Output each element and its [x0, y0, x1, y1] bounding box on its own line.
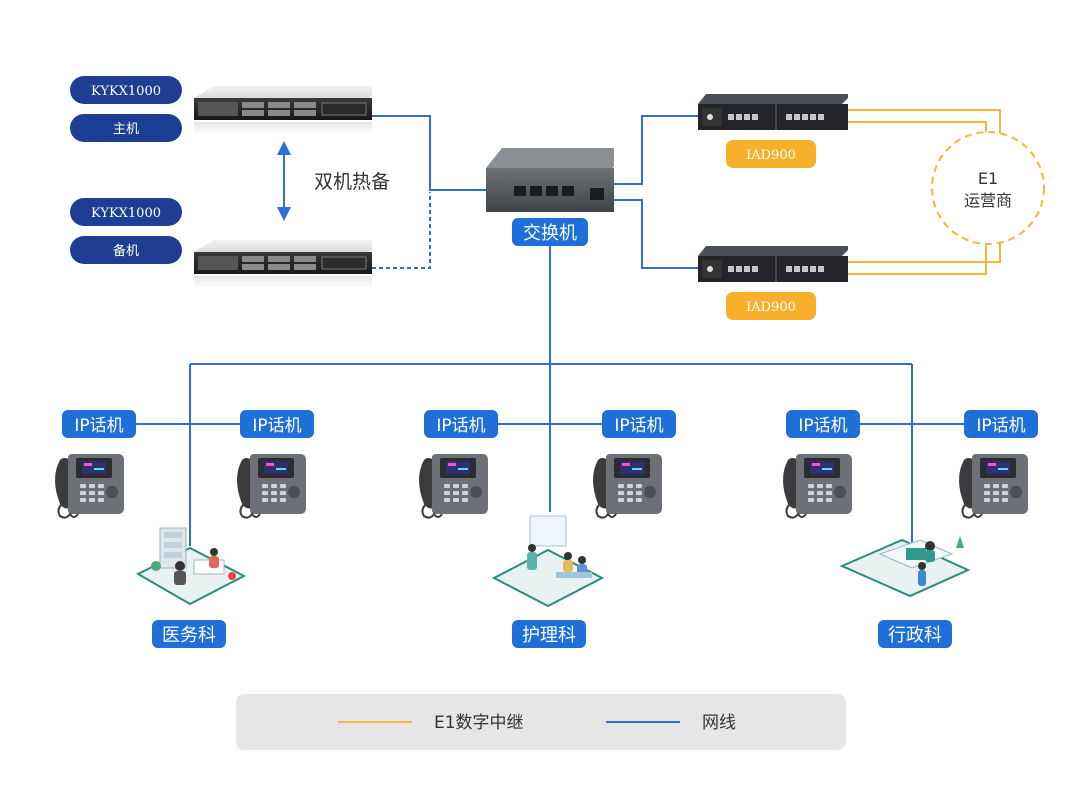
- svg-text:IP话机: IP话机: [252, 416, 301, 436]
- phone-label-5: IP话机: [786, 410, 860, 438]
- switch-label: 交换机: [512, 218, 588, 246]
- e1-lines: [848, 109, 1001, 275]
- primary-role-pill: 主机: [70, 114, 182, 142]
- svg-text:备机: 备机: [113, 243, 139, 259]
- primary-server-pill: KYKX1000: [70, 76, 182, 104]
- backup-server-pill: KYKX1000: [70, 198, 182, 226]
- department-label-nursing: 护理科: [512, 620, 586, 648]
- primary-server-link: [372, 115, 486, 191]
- svg-text:KYKX1000: KYKX1000: [91, 84, 161, 99]
- ip-phone-icon-4: [592, 453, 663, 519]
- svg-text:IP话机: IP话机: [436, 416, 485, 436]
- backup-server-icon: [193, 239, 373, 293]
- gateway-2-label: IAD900: [726, 292, 816, 320]
- gateway-2-icon: [697, 245, 849, 283]
- backup-role-pill: 备机: [70, 236, 182, 264]
- svg-text:行政科: 行政科: [888, 625, 942, 646]
- svg-text:IAD900: IAD900: [746, 300, 796, 315]
- svg-text:KYKX1000: KYKX1000: [91, 206, 161, 221]
- phone-label-3: IP话机: [424, 410, 498, 438]
- svg-text:IP话机: IP话机: [798, 416, 847, 436]
- switch-icon: [486, 148, 614, 212]
- phone-label-4: IP话机: [602, 410, 676, 438]
- phone-label-1: IP话机: [62, 410, 136, 438]
- medical-office-scene-icon: [135, 527, 247, 606]
- primary-server-icon: [193, 85, 373, 139]
- network-lines: [136, 115, 964, 548]
- nursing-station-scene-icon: [491, 515, 605, 608]
- svg-text:IP话机: IP话机: [74, 416, 123, 436]
- legend-network-label: 网线: [702, 713, 736, 733]
- switch-gateway2-link: [614, 199, 698, 269]
- gateway-1-label: IAD900: [726, 140, 816, 168]
- administration-office-scene-icon: [839, 536, 971, 598]
- department-label-administration: 行政科: [878, 620, 952, 648]
- carrier-label-e1: E1: [978, 169, 998, 188]
- carrier-label-operator: 运营商: [964, 191, 1012, 210]
- gateway-1-icon: [697, 93, 849, 131]
- svg-text:医务科: 医务科: [162, 625, 216, 646]
- hot-standby-label: 双机热备: [314, 171, 390, 193]
- switch-gateway1-link: [614, 115, 698, 185]
- department-label-medical: 医务科: [152, 620, 226, 648]
- carrier-cloud: [931, 131, 1045, 245]
- ip-phone-icon-2: [236, 453, 307, 519]
- ip-phone-icon-6: [958, 453, 1029, 519]
- ip-phone-icon-5: [782, 453, 853, 519]
- phone-label-6: IP话机: [964, 410, 1038, 438]
- svg-text:护理科: 护理科: [522, 625, 576, 646]
- svg-text:IAD900: IAD900: [746, 148, 796, 163]
- backup-server-link: [372, 192, 431, 269]
- ip-phone-icon-3: [418, 453, 489, 519]
- svg-text:IP话机: IP话机: [614, 416, 663, 436]
- phone-label-2: IP话机: [240, 410, 314, 438]
- legend: E1数字中继 网线: [236, 694, 846, 750]
- legend-e1-label: E1数字中继: [434, 713, 524, 733]
- ip-phone-icon-1: [54, 453, 125, 519]
- svg-text:交换机: 交换机: [523, 223, 577, 244]
- svg-text:IP话机: IP话机: [976, 416, 1025, 436]
- svg-text:主机: 主机: [113, 122, 139, 137]
